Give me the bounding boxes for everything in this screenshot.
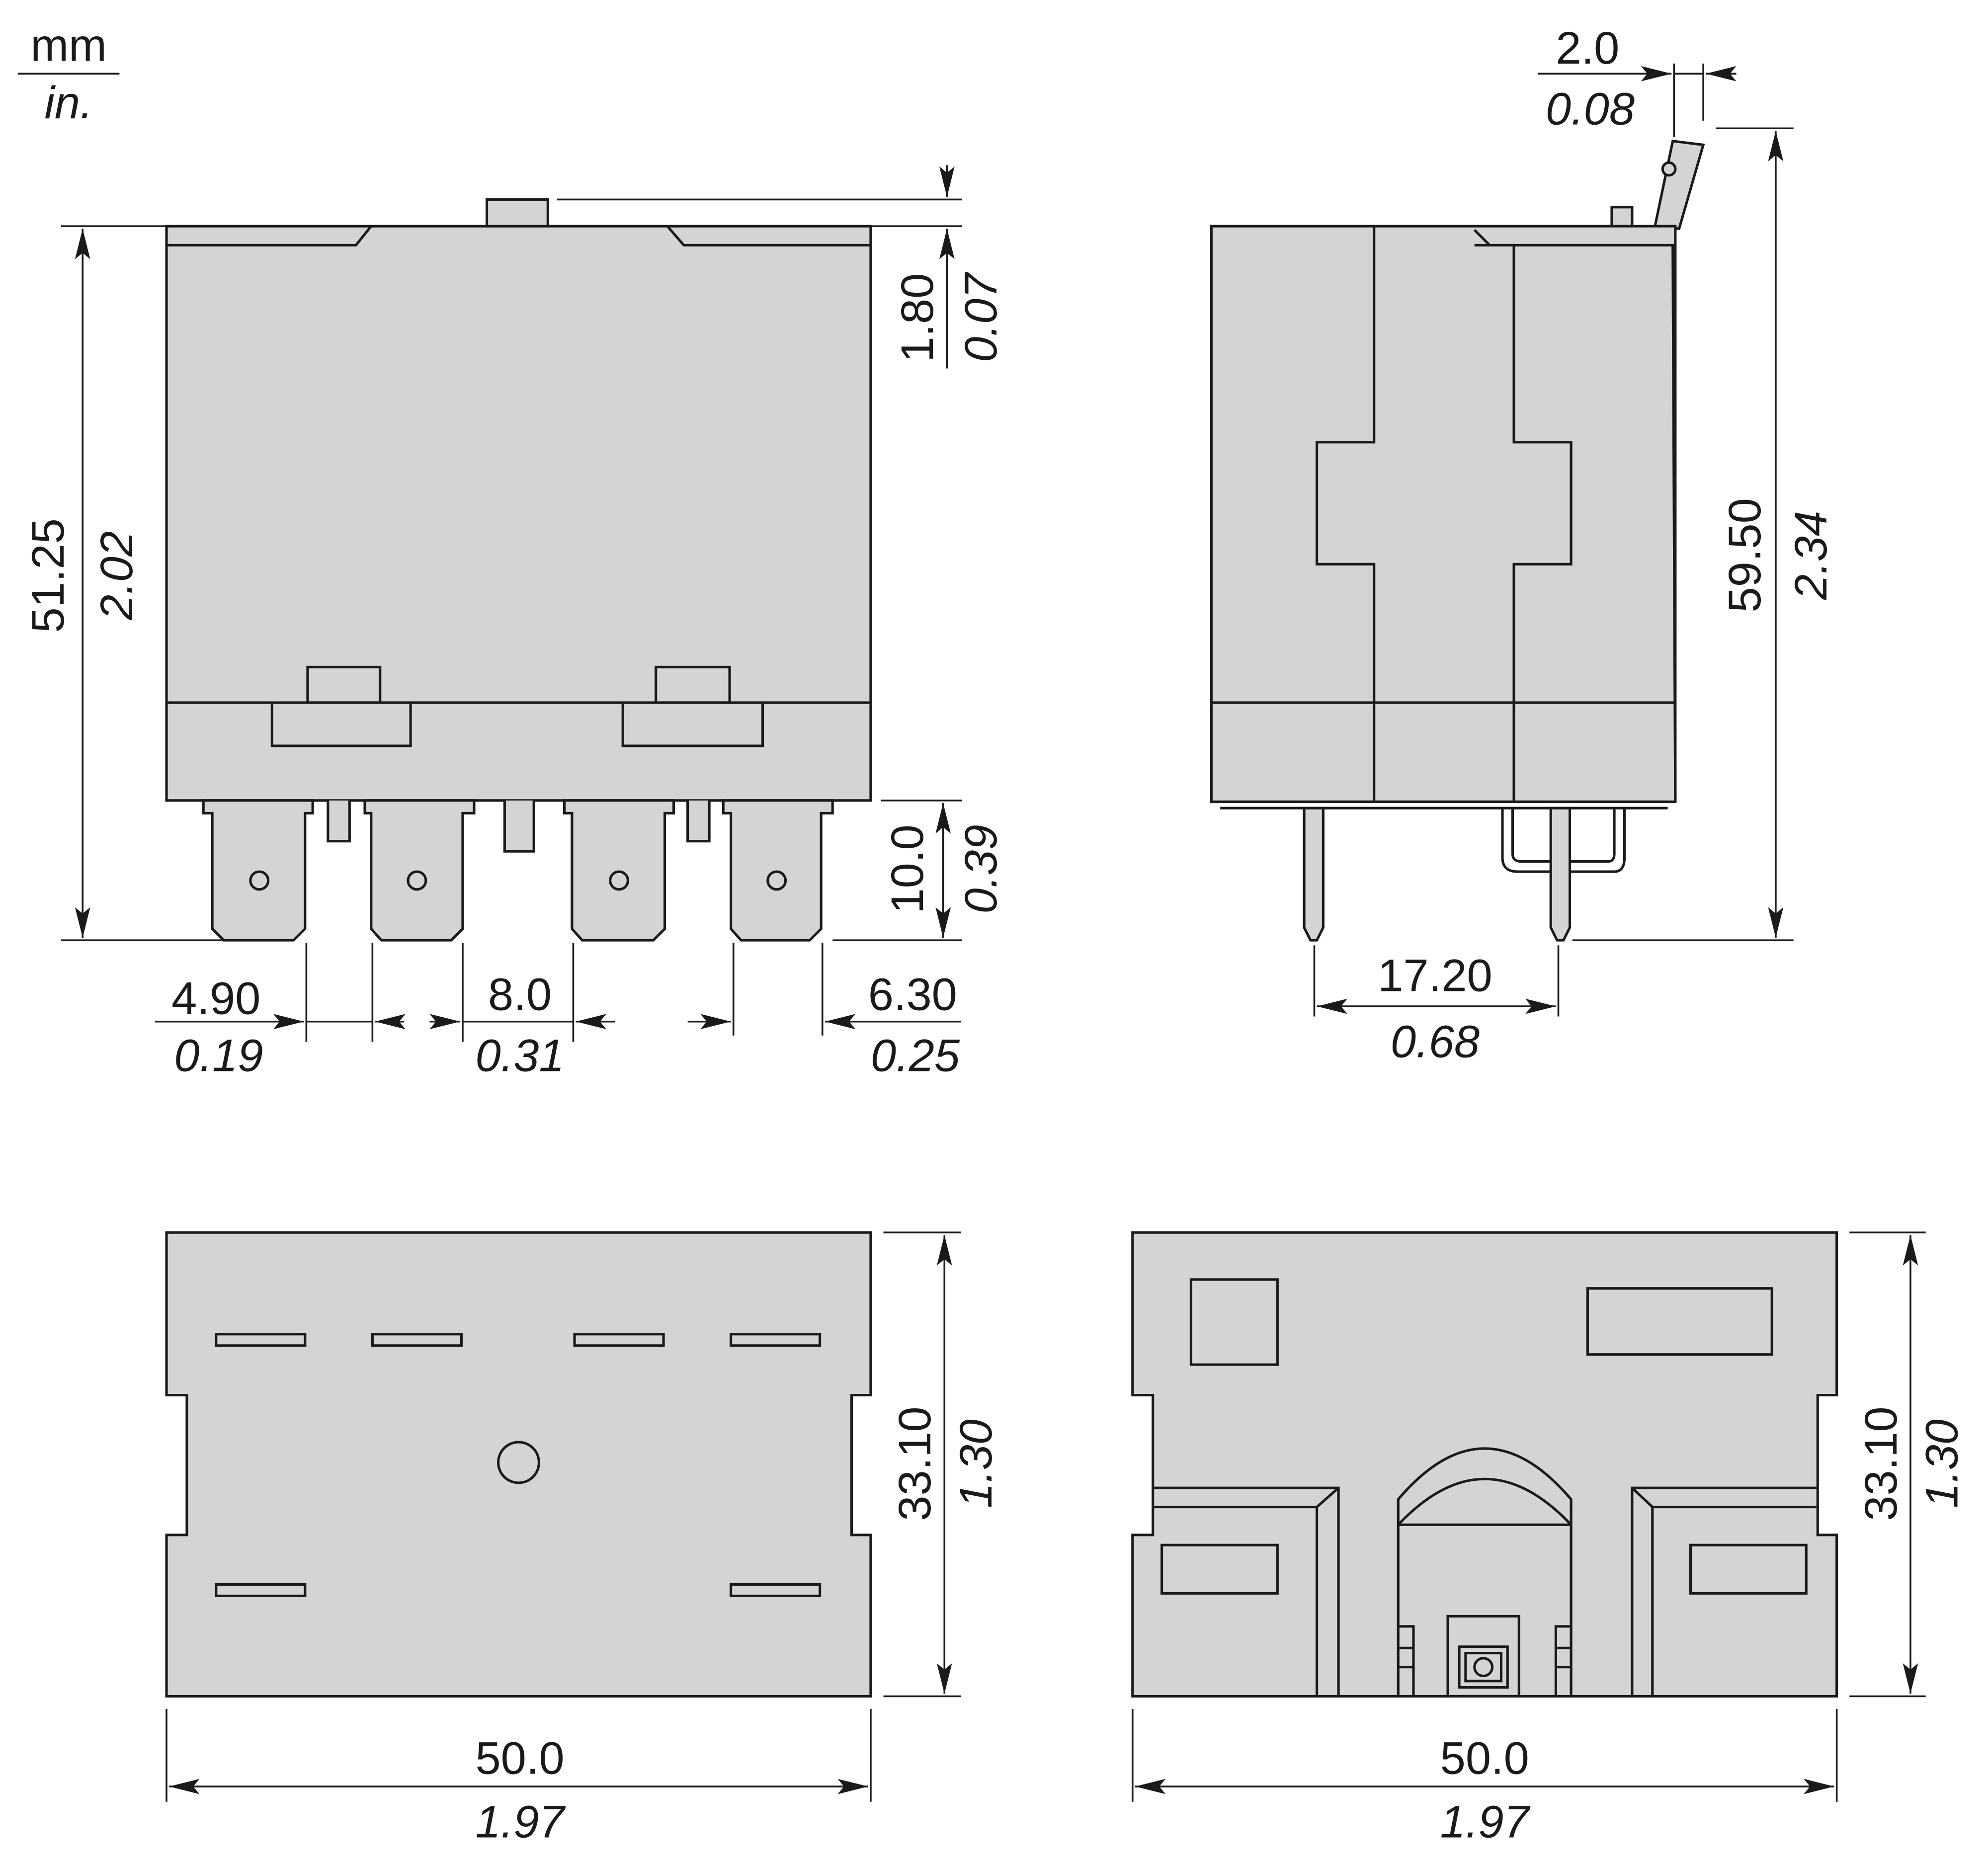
relay-top-outline bbox=[165, 1231, 872, 1698]
pcb-pin-group bbox=[1303, 807, 1626, 942]
terminal-slot bbox=[730, 1333, 822, 1347]
dim-bottom-depth-mm: 33.10 bbox=[1855, 1406, 1906, 1521]
dim-protrusion-mm: 1.80 bbox=[892, 273, 943, 362]
pcb-pin bbox=[1303, 807, 1325, 942]
terminal-slot bbox=[730, 1583, 822, 1598]
square-window bbox=[1189, 1278, 1279, 1366]
dim-bottom-depth-in: 1.30 bbox=[1916, 1419, 1968, 1508]
pcb-pin bbox=[1549, 807, 1572, 942]
unit-mm: mm bbox=[30, 20, 106, 71]
terminal-slot bbox=[573, 1333, 665, 1347]
top-view: 33.10 1.30 50.0 1.97 bbox=[165, 1231, 1001, 1847]
latch-window-right bbox=[655, 665, 731, 704]
dim-pitch-mm: 8.0 bbox=[488, 969, 552, 1020]
top-nub bbox=[485, 198, 549, 229]
terminal-slot bbox=[215, 1583, 307, 1598]
dim-top-depth-mm: 33.10 bbox=[889, 1406, 940, 1521]
quick-connect-terminal bbox=[722, 799, 834, 942]
coil-socket bbox=[1397, 1447, 1573, 1698]
right-slot bbox=[1689, 1543, 1808, 1595]
tilted-tab bbox=[1653, 139, 1705, 231]
relay-side-body bbox=[1210, 225, 1677, 803]
dim-top-width-mm: 50.0 bbox=[475, 1732, 564, 1783]
unit-inch: in. bbox=[44, 77, 92, 128]
dim-right-terminal-mm: 6.30 bbox=[868, 969, 957, 1020]
dim-tab-width-mm: 2.0 bbox=[1556, 22, 1619, 74]
dim-side-height-mm: 59.50 bbox=[1719, 498, 1770, 612]
dim-pitch-in: 0.31 bbox=[475, 1030, 564, 1081]
dim-height-mm: 51.25 bbox=[22, 518, 74, 633]
relay-body bbox=[165, 225, 872, 802]
dim-protrusion-in: 0.07 bbox=[955, 271, 1006, 362]
dim-top-depth-in: 1.30 bbox=[950, 1419, 1001, 1508]
units-legend: mm in. bbox=[17, 20, 120, 128]
dim-height-in: 2.02 bbox=[91, 531, 142, 621]
dim-left-terminal-mm: 4.90 bbox=[171, 973, 260, 1024]
dim-side-height-in: 2.34 bbox=[1785, 511, 1836, 600]
relay-bottom-outline bbox=[1131, 1231, 1838, 1698]
dim-right-terminal-in: 0.25 bbox=[871, 1030, 960, 1081]
dim-pin-spacing-mm: 17.20 bbox=[1378, 950, 1492, 1001]
dim-bottom-width-in: 1.97 bbox=[1440, 1796, 1531, 1847]
dim-terminal-length-in: 0.39 bbox=[955, 824, 1006, 913]
quick-connect-terminal bbox=[363, 799, 476, 942]
dim-tab-width-in: 0.08 bbox=[1546, 83, 1635, 135]
terminal-slot bbox=[371, 1333, 463, 1347]
quick-connect-terminal bbox=[202, 799, 314, 942]
latch-window-left bbox=[306, 665, 382, 704]
dim-pin-spacing-in: 0.68 bbox=[1391, 1016, 1480, 1067]
rect-window bbox=[1586, 1287, 1773, 1356]
side-view: 2.0 0.08 59.50 2.34 17.20 0.68 bbox=[1210, 22, 1836, 1067]
dim-top-width-in: 1.97 bbox=[475, 1796, 566, 1847]
bottom-view: 33.10 1.30 50.0 1.97 bbox=[1131, 1231, 1968, 1847]
left-slot bbox=[1160, 1543, 1279, 1595]
front-view: 51.25 2.02 1.80 0.07 10.0 0.39 4.90 0.19… bbox=[22, 165, 1006, 1081]
terminal-slot bbox=[215, 1333, 307, 1347]
dim-bottom-width-mm: 50.0 bbox=[1440, 1732, 1529, 1783]
dim-left-terminal-in: 0.19 bbox=[174, 1030, 263, 1081]
dim-terminal-length-mm: 10.0 bbox=[882, 824, 933, 913]
center-hole bbox=[497, 1441, 540, 1484]
terminal-strip bbox=[202, 799, 834, 942]
